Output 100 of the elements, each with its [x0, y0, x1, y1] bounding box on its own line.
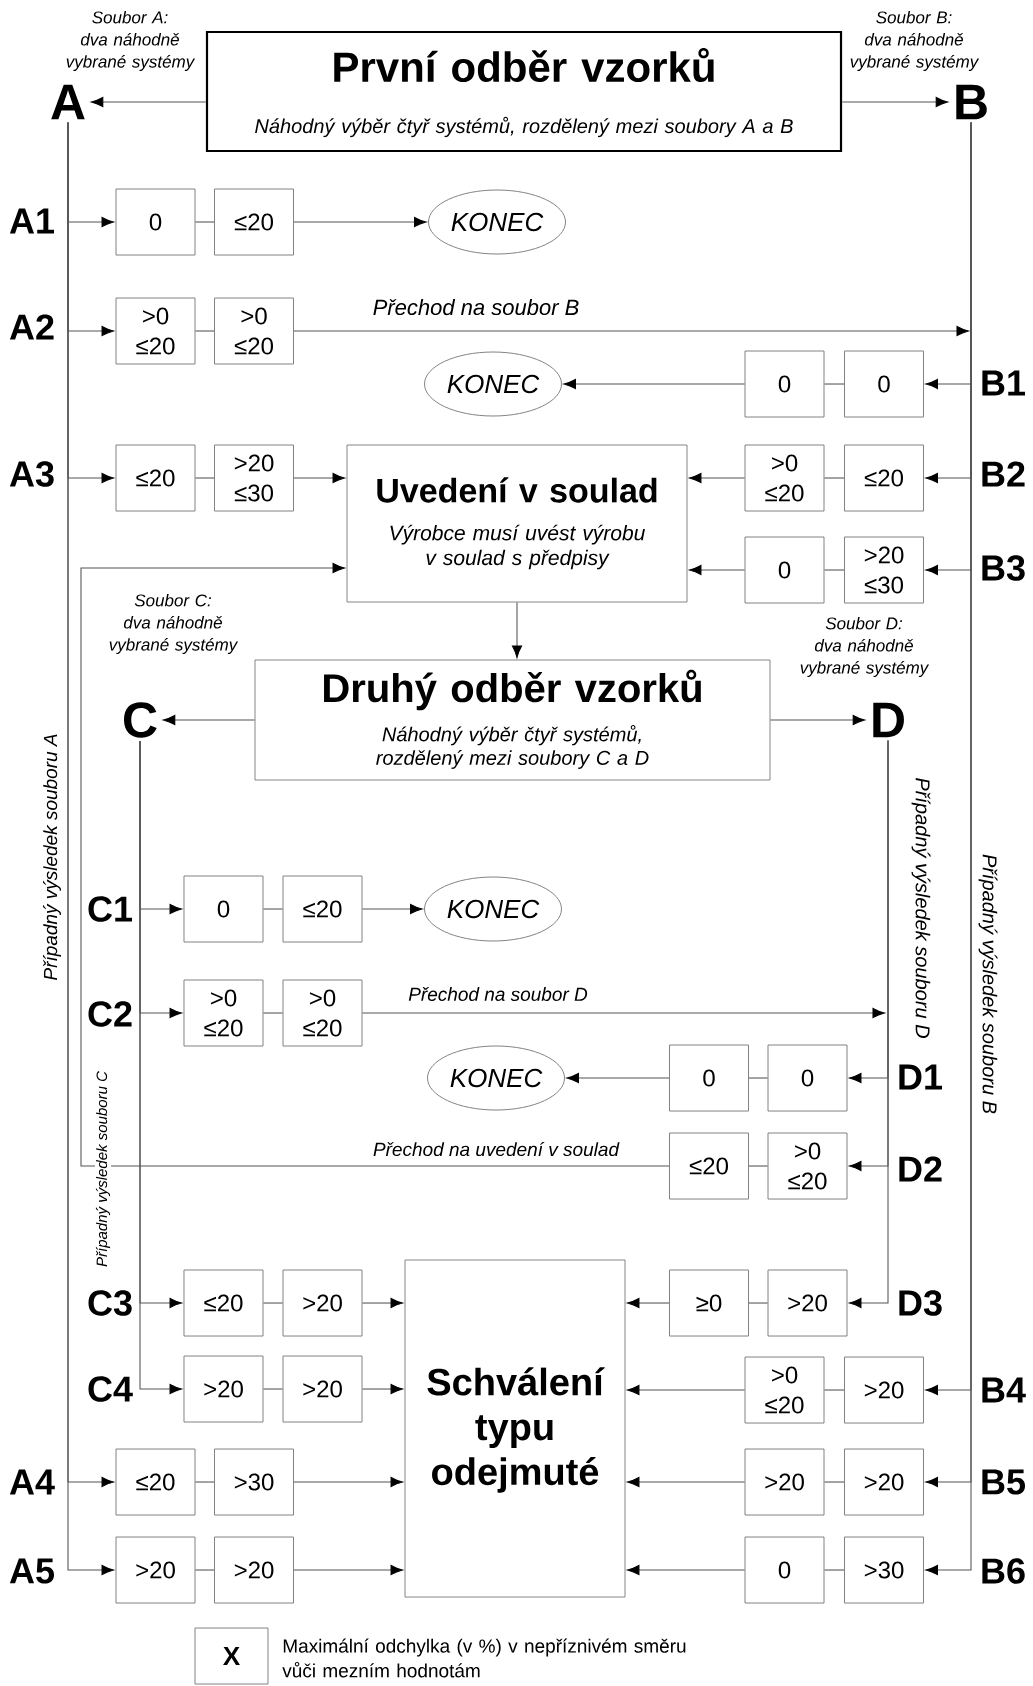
value-box: >20 ≤30	[214, 444, 294, 512]
value-box: >30	[214, 1448, 294, 1516]
row-label: C1	[88, 896, 132, 922]
row-label: A4	[9, 1469, 55, 1495]
value-box: >30	[844, 1536, 924, 1604]
value-box: >20	[282, 1355, 363, 1423]
connector-line	[823, 477, 845, 479]
value-box: 0	[744, 350, 825, 418]
value-box: >20	[214, 1536, 294, 1604]
row-label: A3	[9, 461, 54, 487]
process-box: První odběr vzorků Náhodný výběr čtyř systémů, rozdělený mezi soubory A a B	[205, 30, 843, 153]
connector-line	[748, 1077, 769, 1079]
row-label: B4	[982, 1377, 1026, 1403]
connector-line	[194, 330, 215, 332]
value-box: 0	[844, 350, 924, 418]
row-label: D1	[899, 1064, 942, 1090]
value-box: >0 ≤20	[744, 1356, 825, 1424]
vertical-label: Případný výsledek souboru C	[94, 1070, 112, 1268]
value-box: >20 ≤30	[844, 536, 924, 604]
arrow	[293, 325, 969, 337]
arrow	[90, 96, 207, 108]
row-label: B6	[982, 1558, 1025, 1584]
set-letter: C	[124, 702, 157, 738]
row-label: B1	[982, 370, 1025, 396]
process-box: Schválení typu odejmuté	[404, 1259, 626, 1598]
value-box: ≤20	[115, 444, 196, 512]
row-label: C4	[88, 1376, 133, 1402]
process-box: Druhý odběr vzorků Náhodný výběr čtyř systémů, rozdělený mezi soubory C a D	[254, 659, 771, 781]
set-letter: A	[51, 84, 85, 120]
set-caption: Soubor D: dva náhodně vybrané systémy	[800, 617, 930, 678]
connector-line	[823, 1569, 845, 1571]
arrow	[293, 216, 427, 228]
connector-line	[823, 569, 845, 571]
row-label: A5	[9, 1558, 54, 1584]
connector-line	[823, 383, 845, 385]
connector-line	[748, 1165, 769, 1167]
arrow	[162, 714, 256, 726]
arrow	[841, 96, 949, 108]
arrow	[361, 903, 423, 915]
row-label: A1	[9, 208, 54, 234]
connector-line	[194, 1569, 215, 1571]
connector-line	[194, 1481, 215, 1483]
arrow	[689, 472, 746, 484]
value-box: >20	[282, 1269, 363, 1337]
arrow	[511, 601, 523, 658]
arrow	[563, 378, 746, 390]
process-box: Uvedení v soulad Výrobce musí uvést výrobu v soulad s předpisy	[346, 444, 688, 603]
value-box: ≤20	[214, 188, 294, 256]
value-box: >20	[115, 1536, 196, 1604]
connector-line	[748, 1302, 769, 1304]
value-box: ≤20	[183, 1269, 264, 1337]
vertical-label: Případný výsledek souboru B	[978, 854, 998, 1114]
value-box: >0 ≤20	[767, 1132, 848, 1200]
row-label: A2	[9, 314, 54, 340]
value-box: 0	[744, 1536, 825, 1604]
arrow	[361, 1383, 403, 1395]
arrow	[361, 1297, 403, 1309]
value-box: >20	[767, 1269, 848, 1337]
value-box: >20	[183, 1355, 264, 1423]
value-box: >0 ≤20	[115, 297, 196, 365]
connector-line	[262, 1302, 284, 1304]
connector-line	[823, 1389, 845, 1391]
arrow	[849, 739, 889, 1309]
value-box: ≤20	[282, 875, 363, 943]
legend-key-box: X	[194, 1627, 269, 1685]
arrow	[361, 1007, 885, 1019]
arrow	[293, 1476, 403, 1488]
value-box: 0	[744, 536, 825, 604]
value-box: ≤20	[669, 1132, 749, 1200]
connector-line	[262, 908, 284, 910]
value-box: 0	[669, 1044, 749, 1112]
edge-label: Přechod na soubor D	[406, 985, 590, 1004]
arrow	[627, 1564, 746, 1576]
connector-line	[823, 1481, 845, 1483]
arrow	[769, 714, 866, 726]
row-label: D2	[899, 1156, 942, 1182]
connector-line	[262, 1012, 284, 1014]
vertical-label: Případný výsledek souboru A	[43, 734, 61, 980]
row-label: B3	[982, 555, 1025, 581]
connector-line	[262, 1388, 284, 1390]
value-box: >0 ≤20	[183, 979, 264, 1047]
value-box: >20	[744, 1448, 825, 1516]
connector-line	[194, 477, 215, 479]
value-box: >0 ≤20	[282, 979, 363, 1047]
set-caption: Soubor B: dva náhodně vybrané systémy	[850, 11, 980, 72]
set-letter: D	[873, 702, 904, 738]
legend-text: Maximální odchylka (v %) v nepříznivém směru vůči mezním hodnotám	[282, 1638, 686, 1678]
arrow	[293, 1564, 403, 1576]
arrow	[627, 1384, 746, 1396]
arrow	[566, 1072, 670, 1084]
row-label: C3	[88, 1290, 132, 1316]
value-box: >0 ≤20	[214, 297, 294, 365]
row-label: C2	[88, 1001, 132, 1027]
arrow	[80, 562, 670, 1167]
connector-line	[194, 221, 215, 223]
row-label: B5	[982, 1469, 1025, 1495]
edge-label: Přechod na soubor B	[370, 296, 582, 318]
value-box: ≤20	[115, 1448, 196, 1516]
row-label: B2	[982, 461, 1025, 487]
value-box: 0	[183, 875, 264, 943]
